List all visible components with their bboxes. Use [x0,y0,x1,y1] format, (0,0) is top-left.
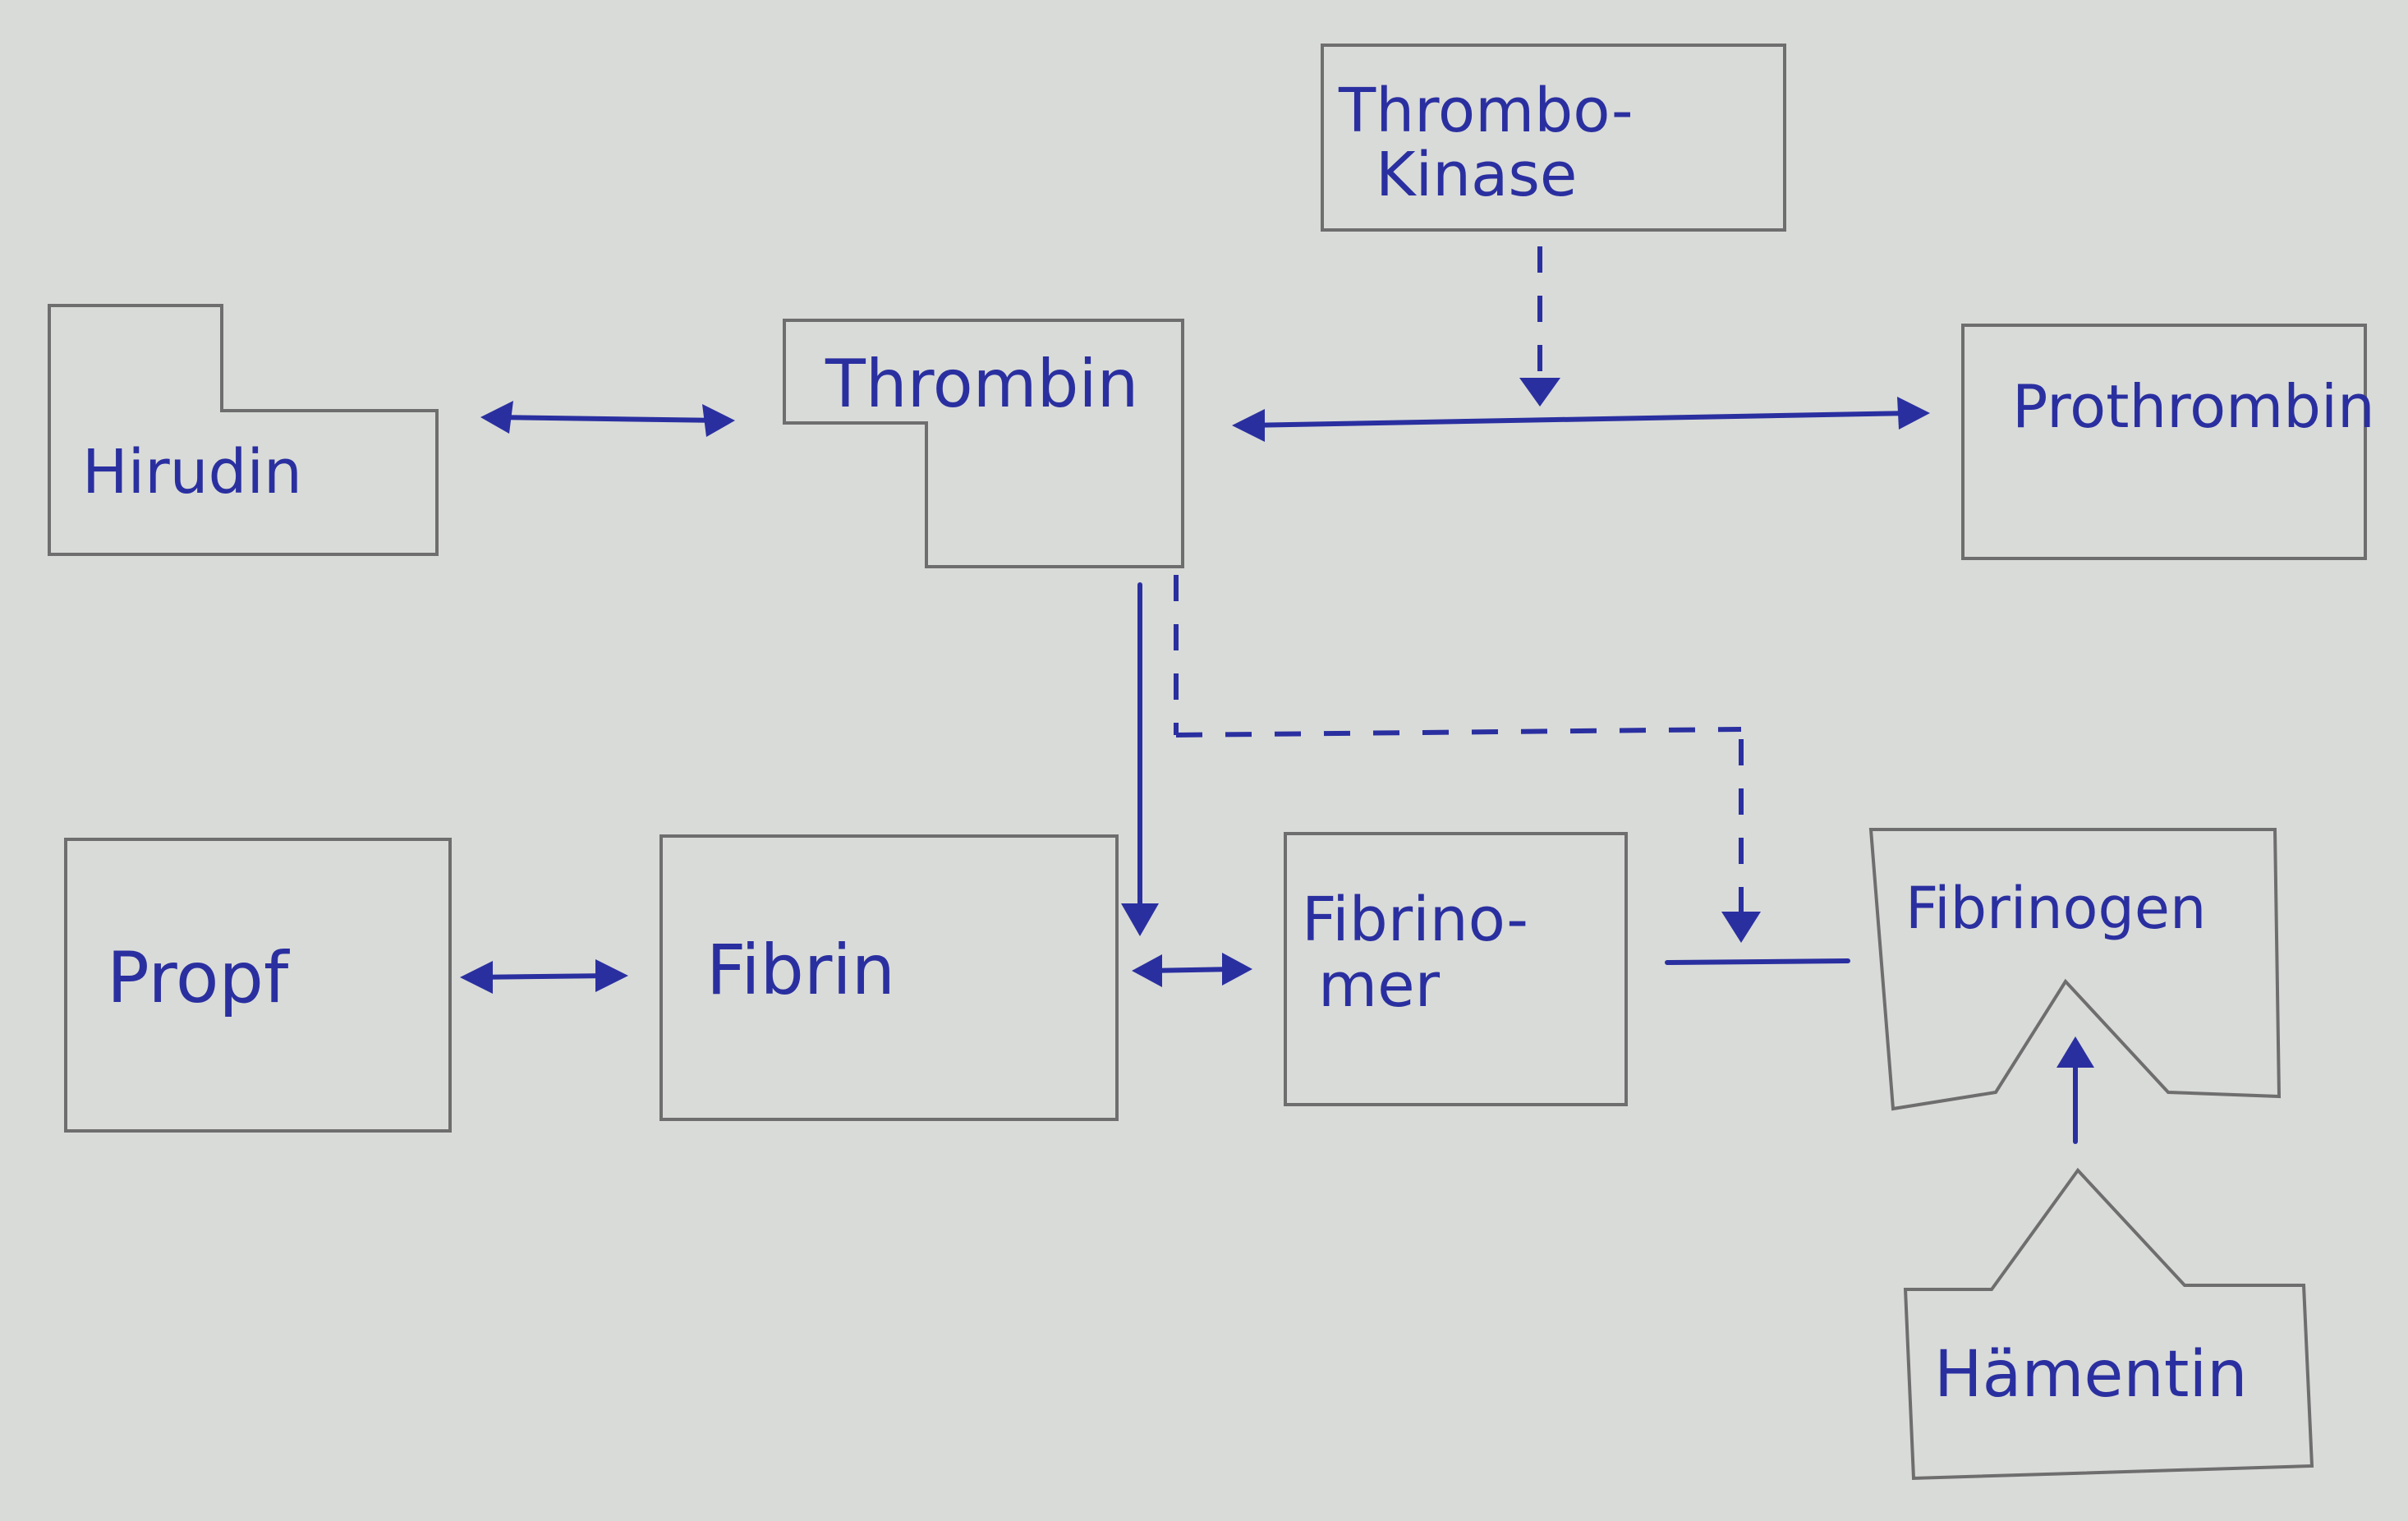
haementin-label: Hämentin [1934,1338,2248,1412]
edge-haementin-fibrinogen [2056,1036,2094,1144]
thrombokinase-label-1: Thrombo- [1338,76,1634,146]
thrombokinase-label-2: Kinase [1376,140,1577,210]
fibrin-box [659,834,1119,1121]
fibrinogen-label: Fibrinogen [1905,875,2206,942]
thrombin-label: Thrombin [825,346,1138,422]
propf-label: Propf [107,937,290,1019]
edge-hirudin-thrombin [480,401,735,437]
edge-propf-fibrin [460,959,628,994]
haementin-box [1903,1167,2314,1481]
thrombin-box [783,319,1184,568]
propf-box [64,838,452,1133]
edge-thrombokinase-catalysis [1519,246,1560,407]
hirudin-label: Hirudin [82,437,302,508]
fibrinomer-label-2: mer [1318,950,1441,1021]
prothrombin-box [1961,324,2367,560]
edge-fibrinomer-fibrinogen [1665,958,1850,965]
fibrinogen-box [1868,828,2282,1111]
hirudin-box [48,304,439,556]
thrombokinase-box [1321,44,1786,232]
edge-thrombin-fibrin [1121,582,1159,936]
fibrinomer-label-1: Fibrino- [1302,885,1528,955]
fibrin-label: Fibrin [706,930,895,1010]
prothrombin-label: Prothrombin [2012,372,2375,441]
fibrinomer-box [1284,832,1628,1106]
edge-thrombin-catalysis [1174,575,1761,943]
edge-thrombin-prothrombin [1232,397,1930,442]
edge-fibrin-fibrinomer [1132,953,1252,987]
